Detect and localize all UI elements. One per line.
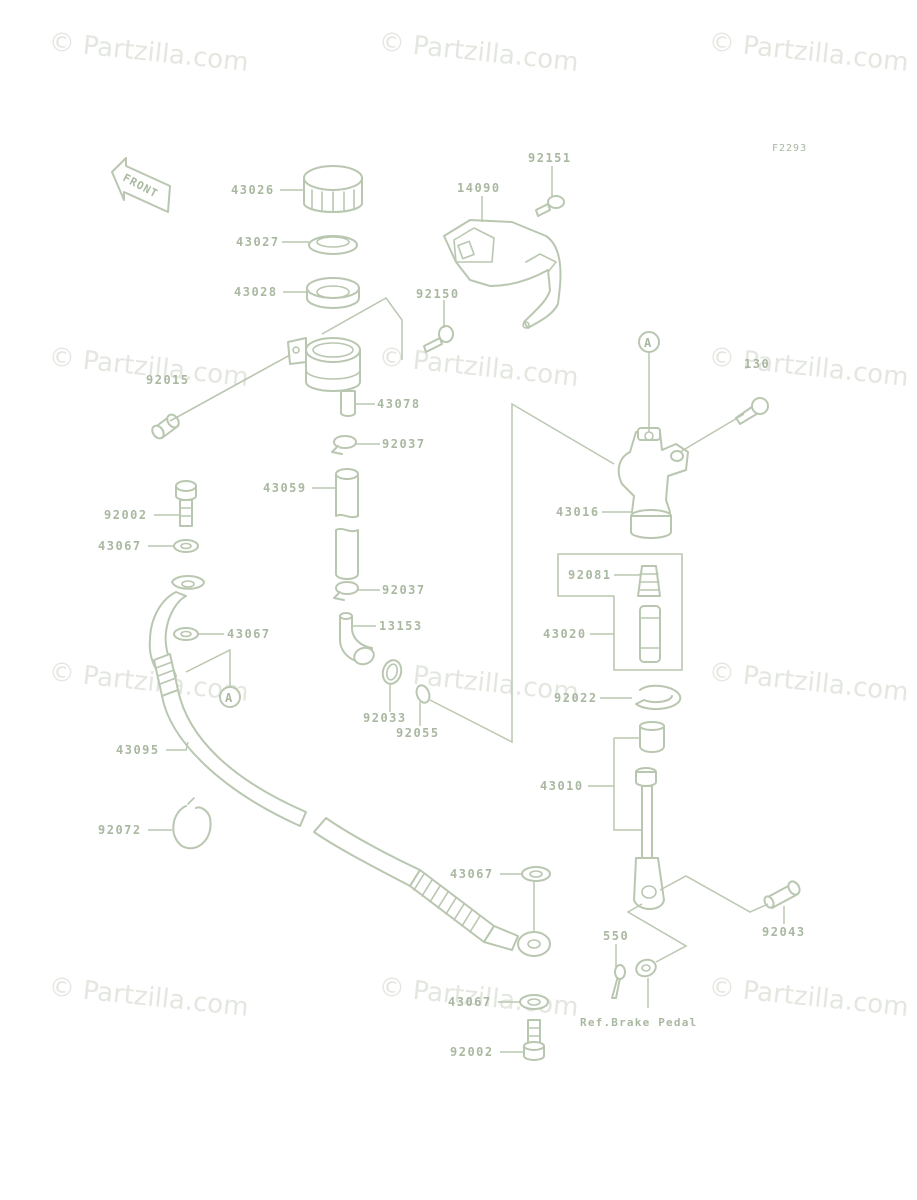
part-label-92002-upper[interactable]: 92002: [104, 508, 148, 522]
callout-a-label: A: [644, 336, 652, 350]
part-label-92037-lower[interactable]: 92037: [382, 583, 426, 597]
part-label-43026[interactable]: 43026: [231, 183, 275, 197]
watermark: © Partzilla.com: [707, 342, 910, 393]
part-label-43027[interactable]: 43027: [236, 235, 280, 249]
part-label-92072[interactable]: 92072: [98, 823, 142, 837]
washer-43067-c: [521, 866, 551, 882]
cover-14090: [443, 219, 562, 329]
watermark: © Partzilla.com: [377, 27, 580, 78]
pushrod: [633, 767, 665, 910]
screw-92150: [423, 325, 454, 353]
part-label-92151[interactable]: 92151: [528, 151, 572, 165]
circlip-92022: [635, 684, 682, 711]
spring-92081: [637, 565, 661, 597]
part-label-43067-c[interactable]: 43067: [450, 867, 494, 881]
elbow-fitting: [339, 612, 375, 666]
washer-43067-d: [519, 994, 549, 1010]
cotter-pin-550: [611, 964, 626, 999]
note-ref-brake-pedal: Ref.Brake Pedal: [580, 1016, 697, 1029]
screw-92151: [535, 195, 565, 217]
part-label-43067-mid[interactable]: 43067: [227, 627, 271, 641]
callout-a-lower: A: [219, 686, 241, 708]
part-label-92081[interactable]: 92081: [568, 568, 612, 582]
part-label-92033[interactable]: 92033: [363, 711, 407, 725]
part-label-43095[interactable]: 43095: [116, 743, 160, 757]
oring-92055: [415, 684, 431, 704]
front-arrow-icon: FRONT: [111, 157, 171, 213]
part-label-43016[interactable]: 43016: [556, 505, 600, 519]
part-label-43010[interactable]: 43010: [540, 779, 584, 793]
part-label-43067-d[interactable]: 43067: [448, 995, 492, 1009]
washer-brake-pedal: [635, 958, 657, 978]
watermark: © Partzilla.com: [707, 657, 910, 708]
part-label-92043[interactable]: 92043: [762, 925, 806, 939]
piston-kit-box: [557, 553, 683, 671]
part-label-43078[interactable]: 43078: [377, 397, 421, 411]
washer-43067-mid: [173, 627, 199, 641]
banjo-bolt-lower: [523, 1019, 545, 1061]
part-label-92002-lower[interactable]: 92002: [450, 1045, 494, 1059]
bolt-130: [735, 397, 769, 425]
brake-hose: [148, 575, 519, 951]
figure-code: F2293: [772, 143, 807, 154]
reservoir-body: [287, 337, 361, 417]
pushrod-boot: [639, 721, 665, 753]
watermark: © Partzilla.com: [707, 27, 910, 78]
part-label-92015[interactable]: 92015: [146, 373, 190, 387]
oring-92033: [381, 659, 403, 685]
part-labels: 43026 43027 43028 92015 14090 92151 9215…: [98, 151, 806, 1059]
hose-clamp-lower: [333, 581, 359, 601]
piston: [639, 605, 661, 663]
diaphragm: [306, 277, 360, 309]
part-label-14090[interactable]: 14090: [457, 181, 501, 195]
banjo-lower: [517, 931, 551, 957]
hose-clamp-upper: [331, 435, 357, 455]
part-label-92037-upper[interactable]: 92037: [382, 437, 426, 451]
part-label-92150[interactable]: 92150: [416, 287, 460, 301]
callout-a-upper: A: [638, 331, 660, 353]
banjo-bolt-upper: [175, 480, 197, 527]
leader-lines: [148, 166, 785, 1053]
hose-43059: [335, 468, 359, 580]
part-label-43020[interactable]: 43020: [543, 627, 587, 641]
part-label-92022[interactable]: 92022: [554, 691, 598, 705]
diaphragm-plate: [308, 235, 358, 255]
part-label-43059[interactable]: 43059: [263, 481, 307, 495]
part-label-130[interactable]: 130: [744, 357, 770, 371]
watermark: © Partzilla.com: [377, 342, 580, 393]
watermark: © Partzilla.com: [377, 657, 580, 708]
part-label-550[interactable]: 550: [603, 929, 629, 943]
watermark: © Partzilla.com: [707, 972, 910, 1023]
hose-clip-92072: [172, 797, 212, 850]
master-cylinder-body: [617, 427, 689, 539]
part-label-13153[interactable]: 13153: [379, 619, 423, 633]
reservoir-cap: [303, 165, 363, 213]
washer-43067-upper: [173, 539, 199, 553]
part-label-92055[interactable]: 92055: [396, 726, 440, 740]
part-label-43028[interactable]: 43028: [234, 285, 278, 299]
watermark: © Partzilla.com: [47, 27, 250, 78]
clevis-pin-92043: [763, 880, 801, 909]
watermark: © Partzilla.com: [47, 972, 250, 1023]
part-label-43067-upper[interactable]: 43067: [98, 539, 142, 553]
callout-a-label: A: [225, 691, 233, 705]
